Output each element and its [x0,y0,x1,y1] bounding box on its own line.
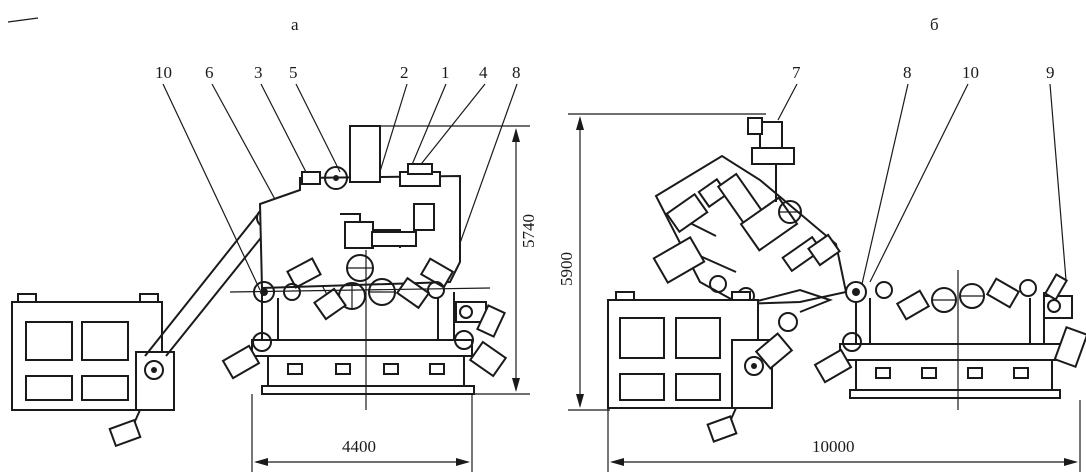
dimension-height-a-value: 5740 [519,214,538,248]
callout-a-5: 5 [289,63,298,82]
dimension-height-a: 5740 [380,125,538,395]
dimension-width-b: 10000 [607,400,1081,472]
callout-a-3: 3 [254,63,263,82]
callout-a-10: 10 [155,63,172,82]
callout-a-2: 2 [400,63,409,82]
callout-b-9: 9 [1046,63,1055,82]
callout-b-7: 7 [792,63,801,82]
leader-lines-b [777,83,1067,285]
machine-a-body [229,125,491,321]
dimension-width-a: 4400 [251,394,473,472]
arm-10 [144,208,276,357]
dimension-width-b-value: 10000 [812,437,855,456]
callout-b-8: 8 [903,63,912,82]
machine-a-frame [221,250,508,410]
view-b: б 7 8 10 9 [557,15,1086,472]
trolley-b [607,291,794,443]
callout-a-8: 8 [512,63,521,82]
view-b-label: б [930,15,939,34]
dimension-width-a-value: 4400 [342,437,376,456]
trolley-left [11,293,175,448]
callout-b-10: 10 [962,63,979,82]
view-a: а 10 6 3 5 2 1 4 8 [11,15,538,472]
callout-a-6: 6 [205,63,214,82]
callout-a-4: 4 [479,63,488,82]
machine-b-frame [813,270,1086,410]
dimension-height-b: 5900 [557,113,766,411]
dimension-height-b-value: 5900 [557,252,576,286]
view-a-label: а [291,15,299,34]
scan-mark [7,17,39,23]
callout-a-1: 1 [441,63,450,82]
